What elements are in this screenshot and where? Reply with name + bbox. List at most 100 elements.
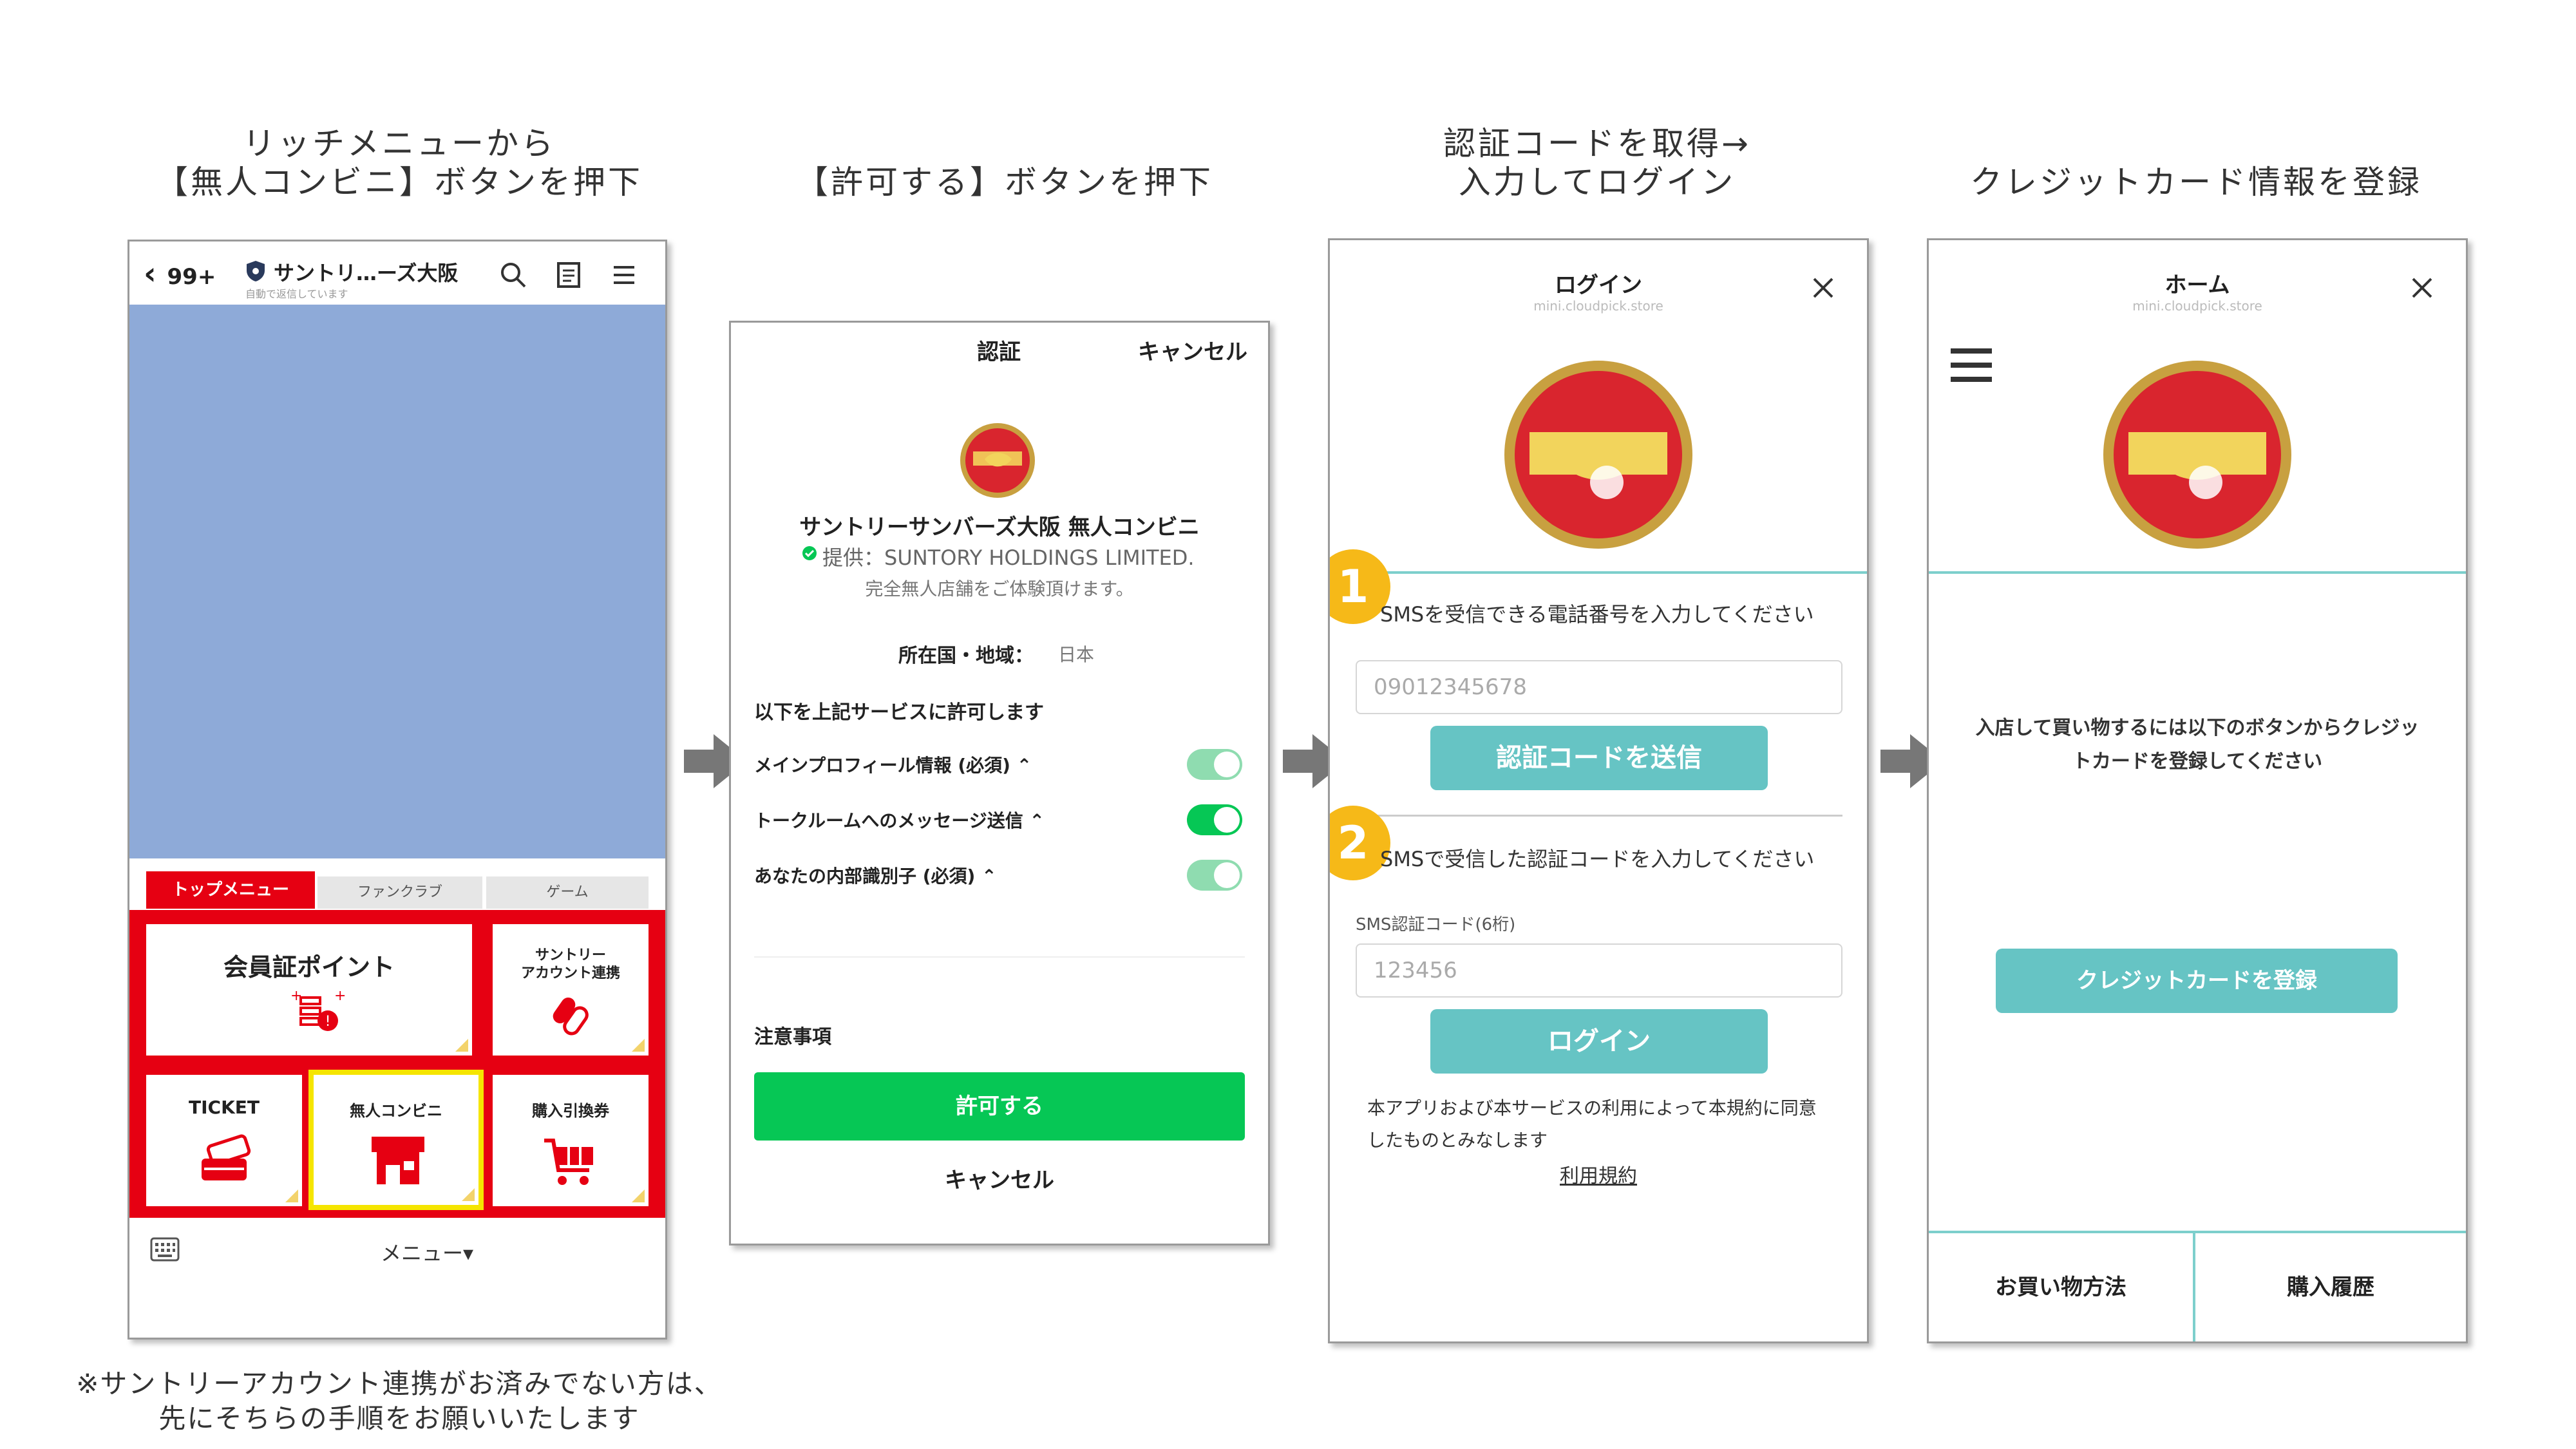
hamburger-menu-icon[interactable] <box>1951 347 1992 383</box>
menu-account-label-line1: サントリー <box>535 947 606 963</box>
menu-ticket-label: TICKET <box>189 1097 260 1118</box>
service-name: サントリーサンバーズ大阪 無人コンビニ <box>799 515 1200 540</box>
chat-subtitle: 自動で返信しています <box>245 288 348 300</box>
toggle-internal-id[interactable] <box>1187 860 1242 891</box>
toggle-main-profile[interactable] <box>1187 749 1242 780</box>
menu-voucher[interactable]: 購入引換券 <box>493 1075 649 1206</box>
country-label: 所在国・地域： <box>898 645 1034 667</box>
phone-line-chat: ‹ 99+ サントリ…ーズ大阪 自動で返信しています トップメニュー ファンクラ… <box>128 240 667 1340</box>
phone-login: ログイン mini.cloudpick.store 1 SMSを受信できる電話番… <box>1328 238 1869 1343</box>
login-domain: mini.cloudpick.store <box>1533 298 1663 314</box>
auth-header-title: 認証 <box>977 339 1021 365</box>
verified-check-icon <box>802 545 817 561</box>
rich-menu-tabs: トップメニュー ファンクラブ ゲーム <box>129 858 665 910</box>
menu-member-points-label: 会員証ポイント <box>223 953 395 981</box>
home-message-line2: トカードを登録してください <box>2072 750 2323 773</box>
permission-heading: 以下を上記サービスに許可します <box>754 701 1044 724</box>
points-icon: !++ <box>281 986 346 1037</box>
code-input[interactable]: 123456 <box>1356 943 1842 998</box>
tab-game[interactable]: ゲーム <box>486 876 649 909</box>
sunbirds-logo <box>2103 360 2292 549</box>
login-button[interactable]: ログイン <box>1430 1009 1768 1074</box>
svg-text:+: + <box>290 988 302 1004</box>
permission-internal-id[interactable]: あなたの内部識別子 (必須) ⌃ <box>754 866 997 887</box>
menu-toggle[interactable]: メニュー▾ <box>381 1241 474 1265</box>
step2-caption: 【許可する】ボタンを押下 <box>796 164 1213 201</box>
section-divider <box>1330 571 1867 574</box>
corner-mark <box>455 1039 468 1052</box>
step3-caption-line1: 認証コードを取得→ <box>1443 125 1751 162</box>
permission-message-send[interactable]: トークルームへのメッセージ送信 ⌃ <box>754 810 1045 831</box>
notes-link[interactable]: 注意事項 <box>754 1026 831 1048</box>
section-divider <box>1929 571 2466 574</box>
hamburger-menu-icon[interactable] <box>611 262 637 288</box>
service-description: 完全無人店舗をご体験頂けます。 <box>865 578 1134 600</box>
menu-unmanned-store-label: 無人コンビニ <box>350 1102 442 1120</box>
cart-icon <box>542 1134 600 1188</box>
bottom-nav-border <box>1929 1231 2466 1233</box>
menu-ticket[interactable]: TICKET <box>146 1075 302 1206</box>
tab-top-menu[interactable]: トップメニュー <box>146 871 315 909</box>
shield-icon <box>245 260 266 283</box>
ticket-icon <box>195 1134 253 1186</box>
corner-mark <box>462 1188 475 1201</box>
step3-caption-line2: 入力してログイン <box>1458 164 1736 201</box>
keyboard-icon[interactable] <box>150 1237 180 1262</box>
menu-voucher-label: 購入引換券 <box>532 1102 609 1120</box>
chevron-left-icon: ‹ <box>144 256 156 292</box>
auth-header-cancel[interactable]: キャンセル <box>1138 339 1247 365</box>
back-count: 99+ <box>167 264 216 290</box>
chat-header: ‹ 99+ サントリ…ーズ大阪 自動で返信しています <box>129 242 665 305</box>
svg-text:+: + <box>334 988 346 1004</box>
divider <box>754 956 1245 958</box>
step2-instruction: SMSで受信した認証コードを入力してください <box>1380 847 1815 871</box>
step-badge-1: 1 <box>1330 549 1390 624</box>
terms-link[interactable]: 利用規約 <box>1560 1165 1637 1188</box>
country-value: 日本 <box>1058 644 1095 665</box>
phone-number-input[interactable]: 09012345678 <box>1356 660 1842 714</box>
step1-caption-line1: リッチメニューから <box>243 125 556 162</box>
svg-text:!: ! <box>325 1014 331 1030</box>
corner-mark <box>285 1189 298 1202</box>
footnote-line2: 先にそちらの手順をお願いいたします <box>158 1403 640 1434</box>
code-label: SMS認証コード(6桁) <box>1356 915 1516 934</box>
chat-background <box>129 305 665 858</box>
menu-account-label-line2: アカウント連携 <box>520 965 620 981</box>
search-icon[interactable] <box>499 261 527 289</box>
nav-how-to-shop[interactable]: お買い物方法 <box>1929 1233 2195 1341</box>
menu-account-link[interactable]: サントリー アカウント連携 <box>493 924 649 1056</box>
divider <box>1356 815 1842 817</box>
login-title: ログイン <box>1555 272 1642 298</box>
back-button[interactable]: ‹ 99+ <box>144 256 216 292</box>
close-icon[interactable] <box>2409 275 2435 301</box>
store-icon <box>369 1133 427 1187</box>
corner-mark <box>632 1189 645 1202</box>
chat-bottom-bar: メニュー▾ <box>129 1218 665 1338</box>
register-card-button[interactable]: クレジットカードを登録 <box>1996 949 2398 1013</box>
cancel-button[interactable]: キャンセル <box>945 1168 1054 1193</box>
footnote-line1: ※サントリーアカウント連携がお済みでない方は、 <box>76 1368 723 1399</box>
provider-text: 提供：SUNTORY HOLDINGS LIMITED. <box>822 545 1195 570</box>
tab-fanclub[interactable]: ファンクラブ <box>317 876 482 909</box>
allow-button[interactable]: 許可する <box>754 1072 1245 1141</box>
home-domain: mini.cloudpick.store <box>2132 298 2262 314</box>
close-icon[interactable] <box>1810 275 1836 301</box>
menu-member-points[interactable]: 会員証ポイント !++ <box>146 924 472 1056</box>
nav-purchase-history[interactable]: 購入履歴 <box>2287 1274 2374 1300</box>
send-code-button[interactable]: 認証コードを送信 <box>1430 726 1768 790</box>
permission-main-profile[interactable]: メインプロフィール情報 (必須) ⌃ <box>754 755 1032 776</box>
rich-menu-grid: 会員証ポイント !++ サントリー アカウント連携 TICKET 無人コンビニ <box>129 910 665 1218</box>
toggle-message-send[interactable] <box>1187 804 1242 835</box>
step1-instruction: SMSを受信できる電話番号を入力してください <box>1380 602 1814 627</box>
step-badge-2: 2 <box>1330 806 1390 880</box>
menu-unmanned-store[interactable]: 無人コンビニ <box>308 1070 484 1210</box>
home-title: ホーム <box>2164 272 2230 298</box>
step1-caption-line2: 【無人コンビニ】ボタンを押下 <box>156 164 643 201</box>
corner-mark <box>632 1039 645 1052</box>
terms-line2: したものとみなします <box>1367 1130 1548 1151</box>
chat-title: サントリ…ーズ大阪 <box>274 261 459 285</box>
link-icon <box>548 989 593 1040</box>
terms-line1: 本アプリおよび本サービスの利用によって本規約に同意 <box>1367 1097 1817 1119</box>
notes-icon[interactable] <box>556 261 582 289</box>
phone-authorization: 認証 キャンセル サントリーサンバーズ大阪 無人コンビニ 提供：SUNTORY … <box>729 321 1270 1245</box>
